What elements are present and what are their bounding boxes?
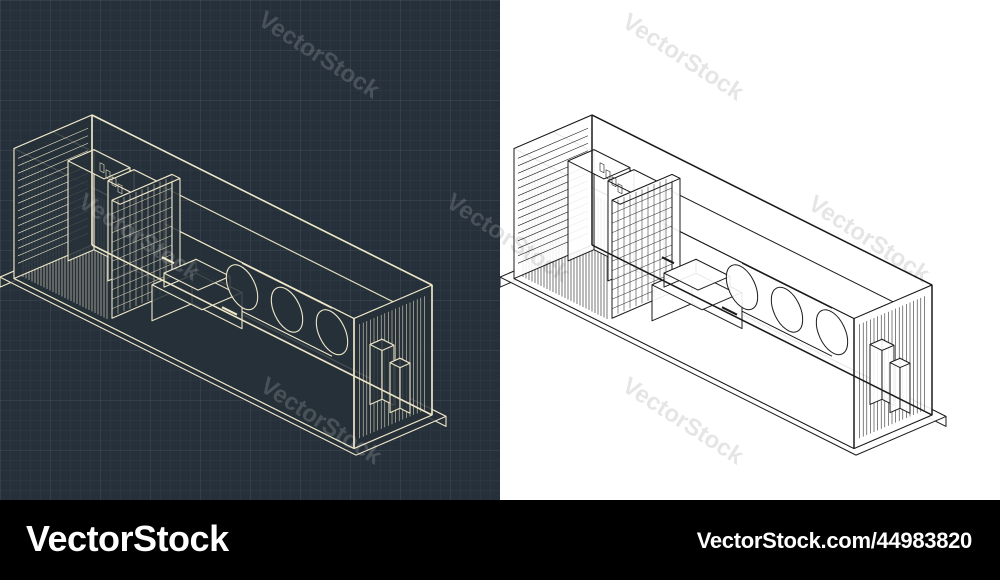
footer-bar: VectorStock VectorStock.com/44983820 xyxy=(0,500,1000,580)
panel-gauge xyxy=(111,176,117,188)
alternator-housing xyxy=(225,264,259,311)
fuel-tank xyxy=(389,357,411,369)
panel-gauge xyxy=(611,176,617,188)
panel-gauge xyxy=(117,183,123,195)
fuel-tank xyxy=(869,338,895,351)
alternator-housing xyxy=(815,309,849,356)
engine-valve-cover xyxy=(663,258,731,291)
alternator-housing xyxy=(770,286,804,333)
stock-id: VectorStock.com/44983820 xyxy=(696,528,973,553)
dark-blueprint-panel: VectorStock VectorStock VectorStock Vect… xyxy=(0,0,500,500)
alternator-housing xyxy=(315,309,349,356)
generator-isometric-dark xyxy=(0,114,447,456)
panel-gauge xyxy=(617,183,623,195)
radiator xyxy=(611,173,681,205)
radiator xyxy=(111,173,181,205)
panel-gauge xyxy=(105,169,111,181)
fuel-tank xyxy=(889,357,911,369)
panel-gauge xyxy=(99,162,105,174)
panel-gauge xyxy=(599,162,605,174)
alternator-housing xyxy=(270,286,304,333)
brand-logo-text: VectorStock xyxy=(26,518,229,559)
control-cabinet xyxy=(67,149,131,180)
fuel-tank xyxy=(369,338,395,352)
panel-gauge xyxy=(605,169,611,181)
alternator-housing xyxy=(725,264,759,311)
engine-valve-cover xyxy=(163,258,231,291)
generator-isometric-light xyxy=(500,114,947,456)
control-cabinet xyxy=(567,149,631,180)
white-line-panel: VectorStock VectorStock VectorStock Vect… xyxy=(500,0,1000,500)
